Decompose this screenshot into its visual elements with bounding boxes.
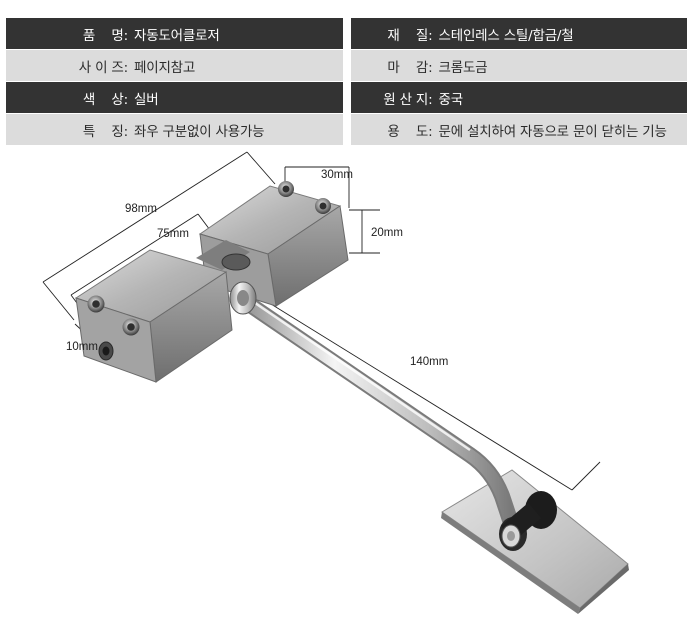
- spec-value: 좌우 구분없이 사용가능: [134, 123, 265, 140]
- spec-row: 색 상: 실버 원 산 지: 중국: [6, 82, 687, 113]
- spec-row: 사 이 즈: 페이지참고 마 감: 크롬도금: [6, 50, 687, 81]
- center-joint: [196, 240, 257, 315]
- spec-label: 품 명:: [82, 27, 128, 44]
- spec-value: 크롬도금: [438, 59, 488, 76]
- spec-cell-product-name: 품 명: 자동도어클로저: [6, 18, 343, 49]
- base-plate: [441, 469, 629, 614]
- spec-label: 사 이 즈:: [78, 59, 128, 76]
- dim-label-body-height: 20mm: [371, 227, 403, 239]
- spec-value: 문에 설치하여 자동으로 문이 닫히는 기능: [438, 123, 667, 140]
- spec-cell-features: 특 징: 좌우 구분없이 사용가능: [6, 114, 343, 145]
- spec-cell-origin: 원 산 지: 중국: [350, 82, 687, 113]
- spec-value: 스테인레스 스틸/합금/철: [438, 27, 574, 44]
- spec-cell-material: 재 질: 스테인레스 스틸/합금/철: [350, 18, 687, 49]
- spec-label: 재 질:: [387, 27, 433, 44]
- spec-label: 특 징:: [82, 123, 128, 140]
- door-closer-diagram: 98mm 75mm 30mm 20mm 10mm 140mm: [42, 151, 629, 614]
- dim-label-arm-length: 140mm: [410, 356, 448, 368]
- dim-label-body-length: 75mm: [157, 228, 189, 240]
- spec-value: 자동도어클로저: [134, 27, 220, 44]
- spec-label: 색 상:: [82, 91, 128, 108]
- arm-rod: [232, 290, 518, 528]
- dim-label-body-width: 30mm: [321, 169, 353, 181]
- spec-value: 페이지참고: [134, 59, 196, 76]
- spec-value: 중국: [438, 91, 464, 108]
- spec-cell-size: 사 이 즈: 페이지참고: [6, 50, 343, 81]
- spec-label: 마 감:: [387, 59, 433, 76]
- spec-cell-usage: 용 도: 문에 설치하여 자동으로 문이 닫히는 기능: [350, 114, 687, 145]
- spec-value: 실버: [134, 91, 159, 108]
- spec-label: 원 산 지:: [383, 91, 433, 108]
- dim-label-total-length: 98mm: [125, 203, 157, 215]
- spec-label: 용 도:: [387, 123, 433, 140]
- roller-wheel: [499, 491, 557, 551]
- spec-cell-color: 색 상: 실버: [6, 82, 343, 113]
- closer-body-front: [74, 249, 233, 383]
- spec-row: 특 징: 좌우 구분없이 사용가능 용 도: 문에 설치하여 자동으로 문이 닫…: [6, 114, 687, 145]
- spec-cell-finish: 마 감: 크롬도금: [350, 50, 687, 81]
- spec-row: 품 명: 자동도어클로저 재 질: 스테인레스 스틸/합금/철: [6, 18, 687, 49]
- dim-label-hole-size: 10mm: [66, 341, 98, 353]
- spec-table: 품 명: 자동도어클로저 재 질: 스테인레스 스틸/합금/철 사 이 즈: 페…: [6, 18, 687, 146]
